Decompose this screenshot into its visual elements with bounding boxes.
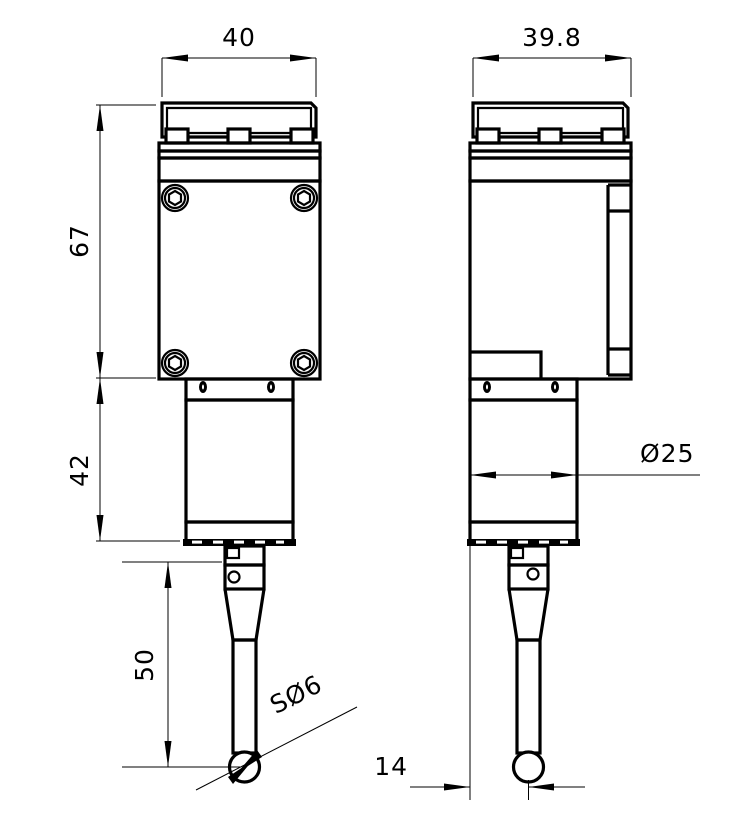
side-lower-step [470, 350, 543, 379]
hex-screw-top-left [160, 183, 190, 213]
stylus-ball-leader-arrow-upper [237, 750, 262, 773]
dimension-label-50: 50 [130, 648, 159, 682]
dimension-label-diameter-25: Ø25 [640, 439, 695, 468]
side-stylus-holder-lower [507, 563, 550, 591]
connector-tab-left [164, 127, 190, 145]
mount-bore-right-inner [268, 383, 274, 391]
mount-bore-left-inner [200, 383, 206, 391]
side-connector-tab-right [600, 127, 626, 145]
dimension-overall-depth: 39.8 [472, 23, 632, 97]
side-connector-tab-center [537, 127, 563, 145]
stylus-ball-leader-line [195, 706, 358, 791]
front-lower-module [183, 377, 296, 546]
side-connector-tab-left [475, 127, 501, 145]
side-stylus-holder [507, 544, 550, 784]
dimension-label-42: 42 [65, 453, 94, 487]
side-top-cap [471, 101, 630, 145]
dimension-label-40: 40 [222, 23, 256, 52]
dimension-stylus-length: 50 [122, 561, 240, 768]
hex-screw-top-right [289, 183, 319, 213]
side-stylus-set-screw [526, 567, 540, 581]
dimension-lower-module-height: 42 [65, 377, 180, 542]
stylus-holder-lower [223, 563, 266, 591]
side-stylus-holder-notch [509, 546, 525, 560]
front-view [157, 101, 322, 784]
side-lower-module [467, 377, 580, 546]
stylus-set-screw [227, 570, 241, 584]
hex-screw-bottom-right [289, 348, 319, 378]
connector-tab-center [226, 127, 252, 145]
side-view [467, 101, 633, 784]
dimension-label-67: 67 [65, 224, 94, 258]
dimension-overall-width: 40 [161, 23, 317, 97]
side-rail-channel [606, 183, 631, 377]
front-top-cap [160, 101, 318, 145]
dimension-module-diameter: Ø25 [470, 439, 700, 479]
dimension-label-39-8: 39.8 [522, 23, 582, 52]
hex-screw-bottom-left [160, 348, 190, 378]
connector-tab-right [289, 127, 315, 145]
dimension-stylus-center-offset: 14 [374, 546, 585, 800]
dimension-label-14: 14 [374, 752, 408, 781]
side-stylus-ruby-ball [511, 750, 546, 784]
stylus-holder-notch [225, 546, 241, 560]
